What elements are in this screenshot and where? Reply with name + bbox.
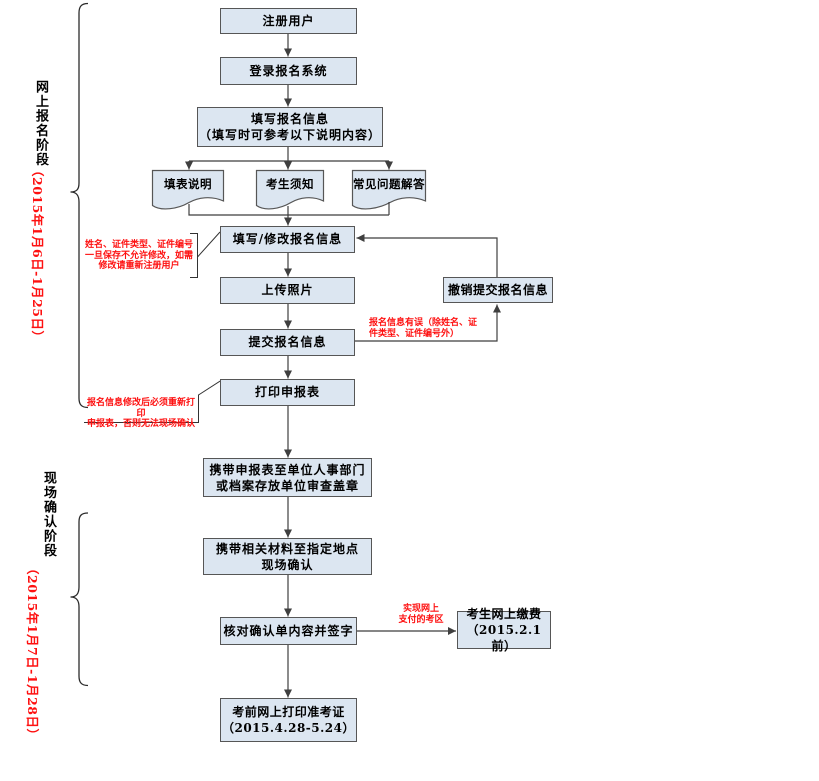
node-print-ticket: 考前网上打印准考证 （2015.4.28-5.24） (220, 698, 357, 742)
node-revoke: 撤销提交报名信息 (443, 277, 553, 303)
node-register: 注册用户 (220, 8, 357, 34)
doc-notice-label: 考生须知 (266, 177, 314, 191)
node-onsite-confirm: 携带相关材料至指定地点 现场确认 (203, 538, 372, 575)
note-halfbox (84, 394, 199, 423)
doc-faq-label: 常见问题解答 (353, 177, 425, 191)
note-online-payment-area: 实现网上 支付的考区 (398, 604, 444, 625)
document-shapes (151, 169, 427, 210)
stage-brace-online (70, 2, 89, 409)
flow-arrows (185, 34, 501, 698)
stage-onsite-label: 现场确认阶段 (41, 471, 56, 558)
node-fill-info: 填写报名信息 （填写时可参考以下说明内容） (197, 107, 383, 147)
node-pay-online: 考生网上缴费 （2015.2.1前） (457, 607, 551, 653)
node-verify-sign: 核对确认单内容并签字 (220, 617, 357, 645)
node-stamp: 携带申报表至单位人事部门 或档案存放单位审查盖章 (203, 458, 372, 497)
stage-onsite-dates: （2015年1月7日-1月28日） (25, 562, 40, 742)
connector-lines (188, 147, 390, 216)
doc-instructions-label: 填表说明 (164, 177, 212, 191)
note-connector-line (197, 231, 221, 258)
note-connector-line2 (198, 380, 222, 396)
stage-brace-onsite (70, 512, 89, 687)
note-reprint-required: 报名信息修改后必须重新打印 申报表，否则无法现场确认 (86, 398, 195, 429)
note-callout-shapes (84, 231, 222, 423)
document-shape-instructions (151, 169, 225, 210)
node-print-form: 打印申报表 (220, 379, 355, 406)
node-login: 登录报名系统 (220, 57, 357, 85)
node-submit: 提交报名信息 (220, 329, 355, 356)
stage-online-dates: （2015年1月6日-1月25日） (30, 164, 45, 344)
document-shape-faq (351, 169, 427, 210)
document-shape-notice (255, 169, 325, 210)
stage-online-label: 网上报名阶段 (33, 80, 48, 167)
node-upload-photo: 上传照片 (220, 277, 355, 304)
node-modify: 填写/修改报名信息 (220, 226, 355, 253)
note-info-error: 报名信息有误（除姓名、证 件类型、证件编号外） (369, 318, 478, 339)
note-modify-restriction: 姓名、证件类型、证件编号 一旦保存不允许修改，如需 修改请重新注册用户 (84, 240, 193, 271)
stage-braces (70, 2, 89, 687)
note-bracket (190, 233, 198, 278)
